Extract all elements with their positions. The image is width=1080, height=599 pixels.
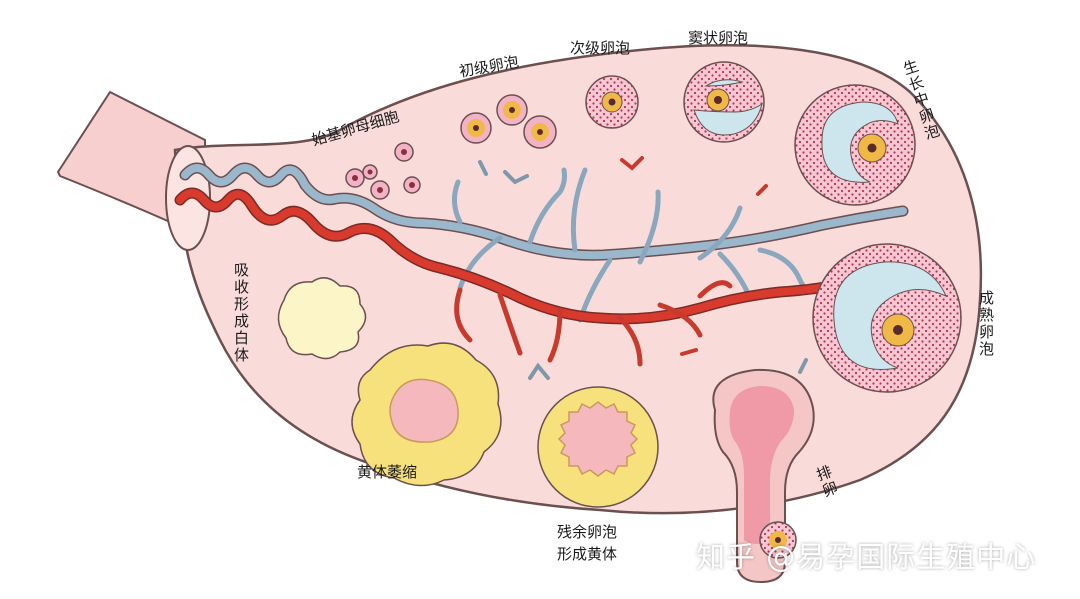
label-corpus-albicans: 吸收形成白体 [232,262,250,364]
vessel-fragments [478,160,808,380]
watermark: 知乎 @易孕国际生殖中心 [696,540,1037,574]
secondary-follicle [585,75,639,129]
atrophic-luteum [351,342,502,487]
primary-follicles [460,94,557,149]
ovulation-follicle [712,368,815,584]
artery-fragments [620,156,768,356]
label-luteal-atrophy: 黄体萎缩 [357,463,418,481]
corpus-luteum [537,386,659,508]
label-secondary: 次级卵泡 [570,39,631,57]
label-corpus-luteum-1: 残余卵泡 [557,523,618,541]
antral-follicle [683,61,765,143]
artery-branches [454,280,733,367]
label-antral: 窦状卵泡 [688,29,749,47]
primordial-follicles [345,142,421,200]
mature-follicle [812,243,962,393]
label-corpus-luteum-2: 形成黄体 [557,545,618,563]
vein-branches [452,167,821,323]
corpus-albicans [277,277,367,360]
growing-follicle [794,84,916,206]
artery-trunk-fill [176,189,834,323]
label-mature: 成熟卵泡 [977,290,995,358]
